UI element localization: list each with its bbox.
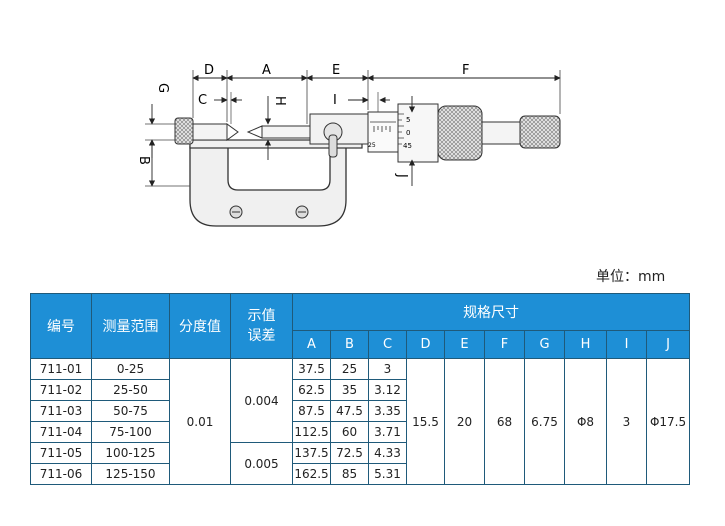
unit-label: 单位：mm xyxy=(596,269,666,285)
thimble xyxy=(397,103,439,163)
cell-range: 25-50 xyxy=(91,379,170,401)
header-range: 测量范围 xyxy=(91,293,170,359)
header-dim-J: J xyxy=(645,330,691,359)
cell-code: 711-05 xyxy=(30,442,92,464)
header-resolution: 分度值 xyxy=(169,293,231,359)
cell-b: 60 xyxy=(330,421,369,443)
cell-e: 20 xyxy=(444,358,485,485)
header-dim-G: G xyxy=(524,330,565,359)
dim-H: H xyxy=(272,96,287,106)
dim-A: A xyxy=(262,63,271,78)
header-dim-D: D xyxy=(406,330,445,359)
cell-range: 125-150 xyxy=(91,463,170,485)
ratchet xyxy=(519,115,561,149)
dim-J: J xyxy=(394,173,409,178)
cell-b: 47.5 xyxy=(330,400,369,422)
cell-code: 711-04 xyxy=(30,421,92,443)
header-dim-F: F xyxy=(484,330,525,359)
sleeve xyxy=(367,111,399,153)
anvil-point xyxy=(226,123,239,141)
dim-B: B xyxy=(136,156,151,165)
cell-g: 6.75 xyxy=(524,358,565,485)
cell-error-2: 0.005 xyxy=(230,442,293,485)
dim-G: G xyxy=(155,83,170,93)
cell-j: Φ17.5 xyxy=(645,358,691,485)
cell-range: 100-125 xyxy=(91,442,170,464)
cell-code: 711-01 xyxy=(30,358,92,380)
cell-d: 15.5 xyxy=(406,358,445,485)
cell-code: 711-06 xyxy=(30,463,92,485)
cell-code: 711-02 xyxy=(30,379,92,401)
table-row: 711-04 75-100 112.5 60 3.71 xyxy=(30,421,690,443)
thimble-knurl xyxy=(437,105,483,161)
cell-a: 87.5 xyxy=(292,400,331,422)
cell-b: 35 xyxy=(330,379,369,401)
cell-code: 711-03 xyxy=(30,400,92,422)
micrometer-drawing: 25 5 0 45 D A E F C H I xyxy=(136,63,561,227)
cell-range: 0-25 xyxy=(91,358,170,380)
header-dim-A: A xyxy=(292,330,331,359)
cell-a: 162.5 xyxy=(292,463,331,485)
header-dim-C: C xyxy=(368,330,407,359)
dim-F: F xyxy=(462,63,469,78)
cell-resolution: 0.01 xyxy=(169,358,231,485)
cell-f: 68 xyxy=(484,358,525,485)
cell-b: 25 xyxy=(330,358,369,380)
table-row: 711-06 125-150 162.5 85 5.31 xyxy=(30,463,690,485)
cell-c: 3.71 xyxy=(368,421,407,443)
dim-E: E xyxy=(332,63,340,78)
cell-c: 3.35 xyxy=(368,400,407,422)
cell-c: 4.33 xyxy=(368,442,407,464)
cell-h: Φ8 xyxy=(564,358,607,485)
header-code: 编号 xyxy=(30,293,92,359)
dim-D: D xyxy=(204,63,214,78)
sleeve-mark: 25 xyxy=(368,142,376,149)
cell-c: 5.31 xyxy=(368,463,407,485)
table-row: 711-01 0-25 0.01 0.004 37.5 25 3 15.5 20… xyxy=(30,358,691,485)
dim-C: C xyxy=(198,93,207,108)
thimble-mark-0: 0 xyxy=(406,129,410,137)
cell-range: 75-100 xyxy=(91,421,170,443)
header-dim-E: E xyxy=(444,330,485,359)
cell-a: 137.5 xyxy=(292,442,331,464)
spec-table: 编号 测量范围 分度值 示值误差 规格尺寸 A B C D E F G H I … xyxy=(30,293,691,485)
table-row: 711-02 25-50 62.5 35 3.12 xyxy=(30,379,690,401)
spindle xyxy=(261,125,311,139)
thimble-mark-5: 5 xyxy=(406,116,410,124)
lock-lever xyxy=(328,134,338,158)
header-dim-I: I xyxy=(606,330,647,359)
anvil-cap xyxy=(174,117,194,145)
cell-error-1: 0.004 xyxy=(230,358,293,443)
cell-c: 3.12 xyxy=(368,379,407,401)
header-spec: 规格尺寸 xyxy=(291,293,691,331)
spindle-point xyxy=(246,125,263,139)
cell-a: 37.5 xyxy=(292,358,331,380)
cell-c: 3 xyxy=(368,358,407,380)
table-header-row: 编号 测量范围 分度值 示值误差 规格尺寸 xyxy=(30,293,691,359)
cell-b: 85 xyxy=(330,463,369,485)
cell-i: 3 xyxy=(606,358,647,485)
cell-a: 112.5 xyxy=(292,421,331,443)
dim-I: I xyxy=(333,93,337,108)
header-error: 示值误差 xyxy=(230,293,293,359)
cell-b: 72.5 xyxy=(330,442,369,464)
thimble-mark-45: 45 xyxy=(403,142,412,150)
header-dim-H: H xyxy=(564,330,607,359)
ratchet-shaft xyxy=(481,121,521,145)
anvil-shaft xyxy=(192,123,228,141)
header-dim-B: B xyxy=(330,330,369,359)
cell-a: 62.5 xyxy=(292,379,331,401)
cell-range: 50-75 xyxy=(91,400,170,422)
table-subheader-row: A B C D E F G H I J xyxy=(31,330,691,359)
